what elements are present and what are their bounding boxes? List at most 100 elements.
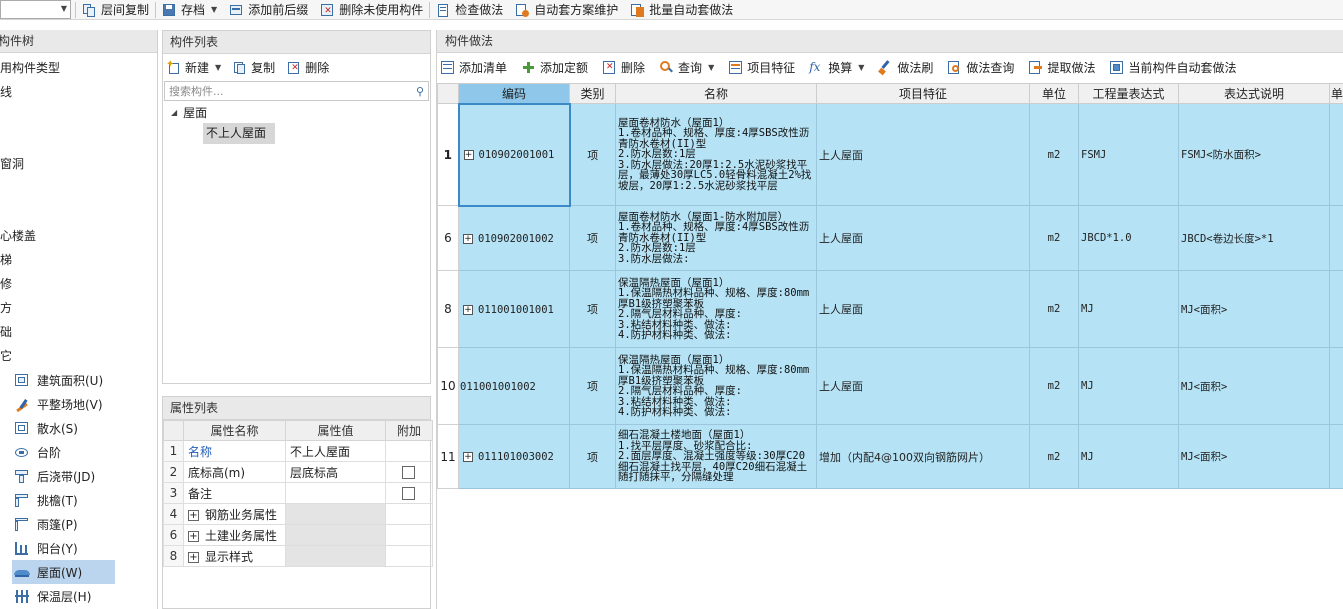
grid-header-unit[interactable]: 单位 [1029, 83, 1079, 104]
tree-subitem-site-leveling[interactable]: 平整场地(V) [0, 392, 157, 416]
grid-cell-expr[interactable]: JBCD*1.0 [1078, 205, 1179, 271]
tree-item[interactable]: 门窗洞 [0, 157, 25, 171]
grid-cell-expr[interactable]: MJ [1078, 424, 1179, 489]
extra-checkbox[interactable] [402, 466, 415, 479]
tree-item[interactable]: 空心楼盖 [0, 229, 37, 243]
search-icon[interactable]: ⚲ [415, 84, 424, 98]
new-component-button[interactable]: ✦ 新建 ▼ [166, 59, 222, 76]
tree-subitem-building-area[interactable]: 建筑面积(U) [0, 368, 157, 392]
delete-unused-button[interactable]: ✕ 删除未使用构件 [314, 0, 429, 20]
check-method-button[interactable]: 检查做法 [430, 0, 509, 20]
expand-plus-icon[interactable]: + [188, 551, 199, 563]
tree-item[interactable]: 常用构件类型 [0, 61, 61, 75]
grid-cell-code[interactable]: +010902001002 [458, 205, 570, 271]
tree-subitem-cornice[interactable]: 挑檐(T) [0, 488, 157, 512]
collapse-triangle-icon[interactable]: ◢ [171, 108, 178, 117]
grid-cell-type[interactable]: 项 [569, 103, 616, 206]
grid-cell-more[interactable] [1329, 347, 1343, 425]
feature-button[interactable]: 项目特征 [728, 59, 795, 76]
grid-cell-more[interactable] [1329, 103, 1343, 206]
property-value[interactable]: 不上人屋面 [285, 440, 386, 462]
expand-plus-icon[interactable]: + [463, 150, 474, 160]
save-dropdown-icon[interactable]: ▼ [211, 5, 218, 14]
grid-cell-feature[interactable]: 上人屋面 [816, 347, 1030, 425]
tree-item[interactable]: 楼梯 [0, 253, 13, 267]
expand-plus-icon[interactable]: + [463, 452, 473, 462]
expand-plus-icon[interactable]: + [188, 509, 199, 521]
expand-plus-icon[interactable]: + [463, 233, 473, 244]
tree-subitem-insulation[interactable]: 保温层(H) [0, 584, 157, 608]
component-search-input[interactable]: 搜索构件... ⚲ [164, 81, 429, 101]
tree-subitem-roof[interactable]: 屋面(W) [12, 560, 115, 584]
grid-cell-feature[interactable]: 上人屋面 [816, 270, 1030, 348]
grid-cell-more[interactable] [1329, 270, 1343, 348]
grid-cell-desc[interactable]: FSMJ<防水面积> [1178, 103, 1330, 206]
grid-cell-desc[interactable]: MJ<面积> [1178, 424, 1330, 489]
grid-header-more[interactable]: 单 [1329, 83, 1343, 104]
grid-header-expr[interactable]: 工程量表达式 [1078, 83, 1179, 104]
grid-cell-unit[interactable]: m2 [1029, 424, 1079, 489]
component-group-roof[interactable]: ◢ 屋面 [163, 103, 430, 123]
grid-cell-desc[interactable]: JBCD<卷边长度>*1 [1178, 205, 1330, 271]
grid-cell-more[interactable] [1329, 205, 1343, 271]
tree-item[interactable]: 土方 [0, 301, 13, 315]
grid-row[interactable]: 10 011001001002 项 保温隔热屋面（屋面1） 1.保温隔热材料品种… [437, 347, 1343, 425]
tree-item[interactable]: 其它 [0, 349, 13, 363]
grid-cell-more[interactable] [1329, 424, 1343, 489]
grid-header-desc[interactable]: 表达式说明 [1178, 83, 1330, 104]
delete-component-button[interactable]: ✕ 删除 [287, 59, 329, 76]
tree-item[interactable]: 墙 [0, 128, 157, 152]
query-dropdown-icon[interactable]: ▼ [708, 62, 715, 72]
expand-plus-icon[interactable]: + [188, 530, 199, 542]
component-item-selected[interactable]: 不上人屋面 [203, 123, 275, 144]
save-button[interactable]: 存档 ▼ [156, 0, 223, 20]
grid-cell-unit[interactable]: m2 [1029, 270, 1079, 348]
grid-row[interactable]: 11 +011101003002 项 细石混凝土楼地面（屋面1） 1.找平层厚度… [437, 424, 1343, 489]
tree-subitem-apron[interactable]: 散水(S) [0, 416, 157, 440]
floor-dropdown[interactable]: ▼ [0, 0, 71, 19]
auto-apply-button[interactable]: 当前构件自动套做法 [1109, 59, 1236, 76]
grid-cell-code[interactable]: 011001001002 [458, 347, 570, 425]
add-quota-button[interactable]: 添加定额 [521, 59, 588, 76]
grid-cell-desc[interactable]: MJ<面积> [1178, 347, 1330, 425]
extract-method-button[interactable]: 提取做法 [1028, 59, 1095, 76]
add-list-button[interactable]: 添加清单 [440, 59, 507, 76]
grid-header-feature[interactable]: 项目特征 [816, 83, 1030, 104]
tree-subitem-steps[interactable]: 台阶 [0, 440, 157, 464]
grid-row[interactable]: 8 +011001001001 项 保温隔热屋面（屋面1） 1.保温隔热材料品种… [437, 270, 1343, 348]
batch-auto-button[interactable]: 批量自动套做法 [624, 0, 739, 20]
grid-cell-expr[interactable]: FSMJ [1078, 103, 1179, 206]
tree-item[interactable]: 梁 [0, 176, 157, 200]
grid-row[interactable]: 6 +010902001002 项 屋面卷材防水（屋面1-防水附加层） 1.卷材… [437, 205, 1343, 271]
tree-item[interactable]: 板 [0, 200, 157, 224]
delete-method-button[interactable]: ✕ 删除 [602, 59, 645, 76]
grid-cell-unit[interactable]: m2 [1029, 205, 1079, 271]
tree-subitem-post-cast-strip[interactable]: 后浇带(JD) [0, 464, 157, 488]
grid-header-code[interactable]: 编码 [458, 83, 570, 104]
grid-header-name[interactable]: 名称 [615, 83, 817, 104]
new-dropdown-icon[interactable]: ▼ [215, 63, 222, 72]
tree-subitem-canopy[interactable]: 雨篷(P) [0, 512, 157, 536]
property-group[interactable]: +显示样式 [183, 545, 286, 567]
tree-item[interactable]: 轴线 [0, 85, 13, 99]
grid-cell-name[interactable]: 保温隔热屋面（屋面1） 1.保温隔热材料品种、规格、厚度:80mm厚B1级挤塑聚… [615, 347, 817, 425]
copy-floor-button[interactable]: 层间复制 [76, 0, 155, 20]
grid-cell-desc[interactable]: MJ<面积> [1178, 270, 1330, 348]
convert-dropdown-icon[interactable]: ▼ [858, 62, 865, 72]
auto-scheme-button[interactable]: 自动套方案维护 [509, 0, 624, 20]
method-query-button[interactable]: 做法查询 [947, 59, 1014, 76]
grid-cell-type[interactable]: 项 [569, 270, 616, 348]
add-prefix-button[interactable]: 添加前后缀 [223, 0, 314, 20]
grid-cell-unit[interactable]: m2 [1029, 347, 1079, 425]
copy-component-button[interactable]: 复制 [233, 59, 275, 76]
grid-cell-feature[interactable]: 上人屋面 [816, 103, 1030, 206]
grid-cell-expr[interactable]: MJ [1078, 270, 1179, 348]
grid-cell-name[interactable]: 保温隔热屋面（屋面1） 1.保温隔热材料品种、规格、厚度:80mm厚B1级挤塑聚… [615, 270, 817, 348]
grid-header-type[interactable]: 类别 [569, 83, 616, 104]
property-value[interactable] [285, 482, 386, 504]
grid-row[interactable]: 1 +010902001001 项 屋面卷材防水（屋面1） 1.卷材品种、规格、… [437, 102, 1343, 207]
property-group[interactable]: +土建业务属性 [183, 524, 286, 546]
convert-button[interactable]: fx 换算 ▼ [809, 59, 864, 76]
tree-item[interactable]: 柱 [0, 104, 157, 128]
tree-item[interactable]: 装修 [0, 277, 13, 291]
